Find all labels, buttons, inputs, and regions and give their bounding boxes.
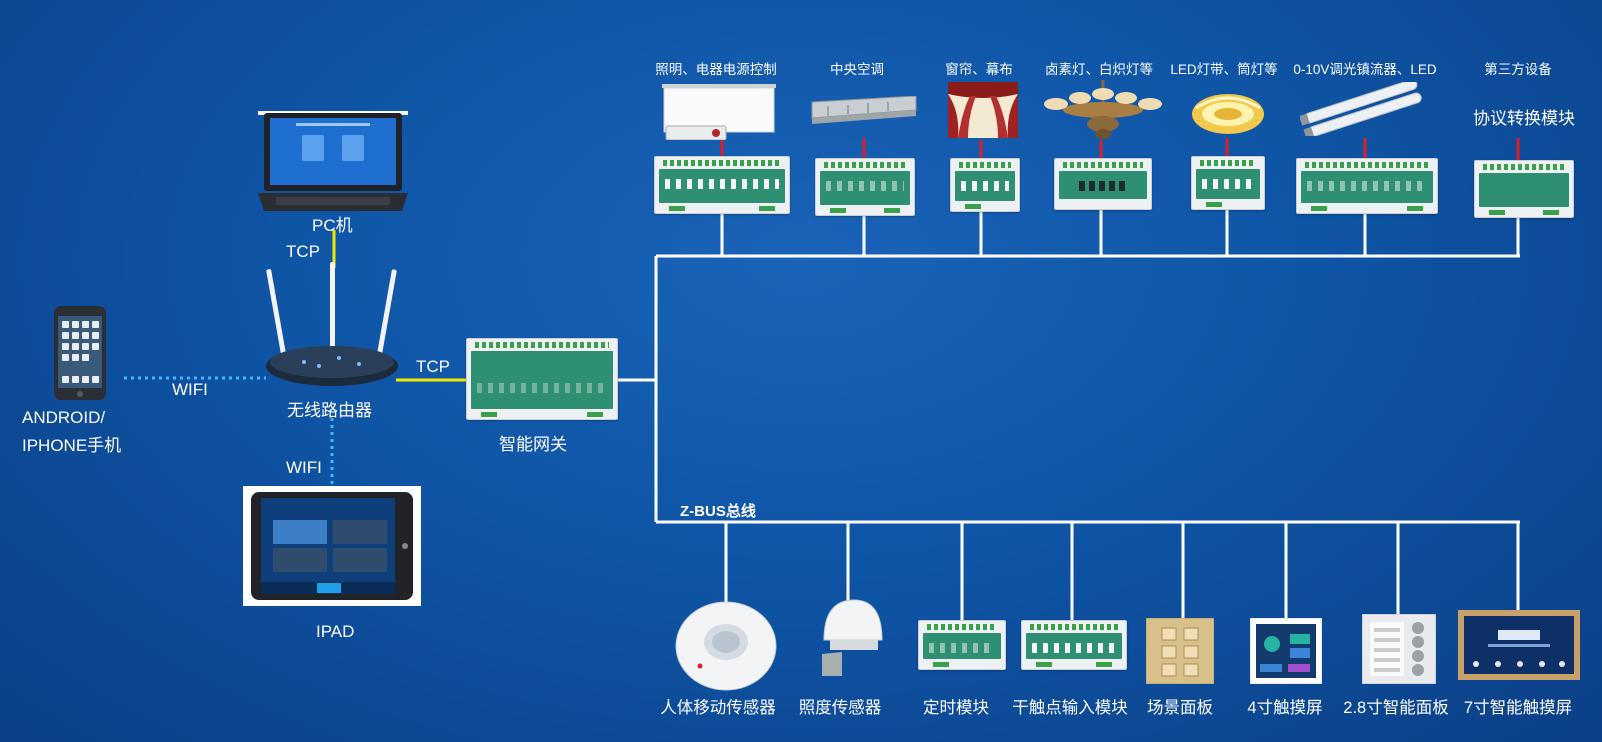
touchscreen-7in-icon — [1458, 610, 1580, 680]
projector-icon — [660, 82, 778, 141]
top-device-label-dimming: 0-10V调光镇流器、LED — [1293, 62, 1437, 77]
bottom-device-label-dry-contact: 干触点输入模块 — [1012, 699, 1128, 717]
tablet-icon — [243, 486, 421, 606]
phone-label-line1: ANDROID/ — [22, 408, 106, 427]
touchscreen-4in-icon — [1249, 617, 1323, 685]
tcp-gateway-label: TCP — [416, 357, 450, 376]
device-link-lines — [720, 138, 1520, 160]
top-device-label-third-party: 第三方设备 — [1484, 62, 1552, 77]
gateway-icon — [466, 338, 618, 420]
bottom-device-label-timer: 定时模块 — [923, 699, 989, 717]
laptop-icon — [256, 111, 410, 213]
module-led-driver — [1191, 156, 1265, 210]
top-drop-lines — [720, 208, 1520, 256]
module-lighting-control — [654, 156, 790, 214]
bus-label: Z-BUS总线 — [680, 503, 756, 520]
bottom-drop-lines — [724, 522, 1520, 622]
chandelier-icon — [1044, 80, 1162, 140]
module-protocol-converter — [1474, 160, 1574, 218]
top-device-label-led-strip: LED灯带、筒灯等 — [1170, 62, 1278, 77]
wifi-phone-label: WIFI — [172, 380, 208, 399]
bottom-device-label-7in-touchscreen: 7寸智能触摸屏 — [1463, 699, 1573, 717]
top-device-label-curtain: 窗帘、幕布 — [945, 62, 1013, 77]
module-0-10v-dimming — [1296, 158, 1438, 214]
top-device-label-halogen: 卤素灯、白炽灯等 — [1045, 62, 1153, 77]
bottom-device-label-4in-touchscreen: 4寸触摸屏 — [1247, 699, 1323, 717]
phone-icon — [54, 306, 106, 400]
curtain-icon — [948, 82, 1018, 138]
top-device-label-lighting: 照明、电器电源控制 — [655, 62, 777, 77]
scene-panel-icon — [1145, 617, 1215, 685]
wifi-ipad-label: WIFI — [286, 458, 322, 477]
led-strip-icon — [1190, 84, 1266, 136]
motion-sensor-icon — [674, 600, 778, 692]
light-sensor-icon — [812, 596, 884, 678]
ipad-label: IPAD — [316, 622, 355, 641]
top-device-sublabel-protocol: 协议转换模块 — [1473, 109, 1575, 128]
top-device-label-hvac: 中央空调 — [830, 62, 884, 77]
phone-label-line2: IPHONE手机 — [22, 436, 122, 455]
smart-panel-2-8in-icon — [1361, 613, 1437, 685]
router-icon — [264, 262, 404, 392]
module-timer — [918, 620, 1006, 670]
module-dry-contact-input — [1021, 620, 1127, 670]
bottom-device-label-motion-sensor: 人体移动传感器 — [660, 699, 776, 717]
gateway-label: 智能网关 — [499, 435, 567, 454]
pc-label: PC机 — [312, 216, 353, 235]
bottom-device-label-2-8in-panel: 2.8寸智能面板 — [1343, 699, 1449, 717]
led-tube-icon — [1299, 79, 1426, 139]
air-conditioner-icon — [808, 95, 920, 126]
module-hvac — [815, 158, 915, 216]
module-dimmer — [1054, 158, 1152, 210]
module-curtain — [950, 158, 1020, 212]
bottom-device-label-light-sensor: 照度传感器 — [798, 699, 882, 717]
router-label: 无线路由器 — [287, 401, 372, 420]
bottom-device-label-scene-panel: 场景面板 — [1147, 699, 1213, 717]
tcp-top-label: TCP — [286, 242, 320, 261]
